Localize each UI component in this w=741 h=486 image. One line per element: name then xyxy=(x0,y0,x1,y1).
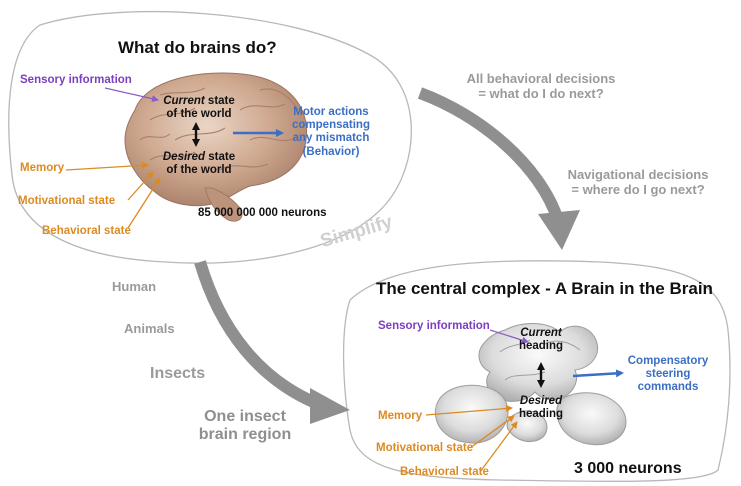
hierarchy-animals: Animals xyxy=(124,321,175,336)
memory-arrow xyxy=(65,161,149,171)
hierarchy-insects: Insects xyxy=(150,365,206,382)
behavioral-arrow xyxy=(127,177,161,229)
motor-line: Motor actions xyxy=(293,106,369,118)
cc-memory-arrow xyxy=(425,404,513,416)
cc-current-line2: heading xyxy=(518,340,564,353)
top-panel-outline xyxy=(8,10,412,264)
desired-rest: state xyxy=(205,151,236,163)
sensory-arrow xyxy=(104,87,159,103)
current-heading-label: Current heading xyxy=(508,327,574,353)
sensory-information-label: Sensory information xyxy=(20,74,132,86)
current-italic: Current xyxy=(163,95,205,107)
motor-line: compensating xyxy=(292,119,370,132)
motor-actions-label: Motor actions compensating any mismatch … xyxy=(286,106,376,159)
arrow-simplify-right-head xyxy=(538,210,580,250)
cc-current-italic: Current xyxy=(520,327,562,339)
cc-sensory-information-label: Sensory information xyxy=(378,320,490,332)
human-neuron-count: 85 000 000 000 neurons xyxy=(198,207,327,219)
desired-italic: Desired xyxy=(162,151,206,163)
memory-label: Memory xyxy=(20,162,65,174)
cc-motivational-arrow xyxy=(469,415,515,449)
cc-desired-line2: heading xyxy=(518,408,564,421)
cc-steering-arrow xyxy=(572,369,624,378)
one-insect-brain-region-label: One insect brain region xyxy=(190,408,300,445)
motor-line: any mismatch xyxy=(292,132,370,145)
one-insect-line1: One insect xyxy=(204,408,286,425)
hierarchy-human: Human xyxy=(112,279,157,294)
all-decisions-line2: = what do I do next? xyxy=(478,85,604,101)
desired-state-label: Desired state of the world xyxy=(156,151,242,177)
motor-line: (Behavior) xyxy=(302,145,360,158)
compensatory-line: Compensatory xyxy=(627,355,709,367)
top-panel-title: What do brains do? xyxy=(118,38,277,57)
one-insect-line2: brain region xyxy=(198,426,292,444)
compensatory-line: steering xyxy=(645,368,691,381)
nav-decisions-line2: = where do I go next? xyxy=(571,181,705,197)
desired-heading-label: Desired heading xyxy=(508,395,574,421)
all-decisions-label: All behavioral decisions = what do I do … xyxy=(446,71,636,102)
current-state-label: Current state of the world xyxy=(156,95,242,121)
human-brain-image xyxy=(124,72,307,222)
cc-sensory-arrow xyxy=(489,329,529,344)
cc-behavioral-arrow xyxy=(479,421,518,473)
desired-line2: of the world xyxy=(166,164,232,177)
motivational-state-label: Motivational state xyxy=(18,195,116,207)
current-rest: state xyxy=(204,95,235,107)
all-decisions-line1: All behavioral decisions xyxy=(466,71,616,86)
insect-neuron-count: 3 000 neurons xyxy=(574,460,682,477)
compensatory-line: commands xyxy=(637,381,699,394)
current-line2: of the world xyxy=(166,108,232,121)
behavioral-state-label: Behavioral state xyxy=(42,225,131,237)
motivational-arrow xyxy=(127,171,154,201)
arrow-simplify-right xyxy=(417,87,564,222)
cc-behavioral-state-label: Behavioral state xyxy=(400,466,489,478)
arrow-hierarchy-down xyxy=(194,260,321,410)
nav-decisions-line1: Navigational decisions xyxy=(567,167,709,182)
cc-motivational-state-label: Motivational state xyxy=(376,442,474,454)
navigational-decisions-label: Navigational decisions = where do I go n… xyxy=(543,167,733,198)
cc-memory-label: Memory xyxy=(378,410,423,422)
bottom-panel-title: The central complex - A Brain in the Bra… xyxy=(376,279,713,298)
compensatory-steering-label: Compensatory steering commands xyxy=(622,355,714,395)
arrow-hierarchy-down-head xyxy=(310,388,350,424)
bottom-panel-outline xyxy=(342,260,731,483)
cc-desired-italic: Desired xyxy=(519,395,563,407)
